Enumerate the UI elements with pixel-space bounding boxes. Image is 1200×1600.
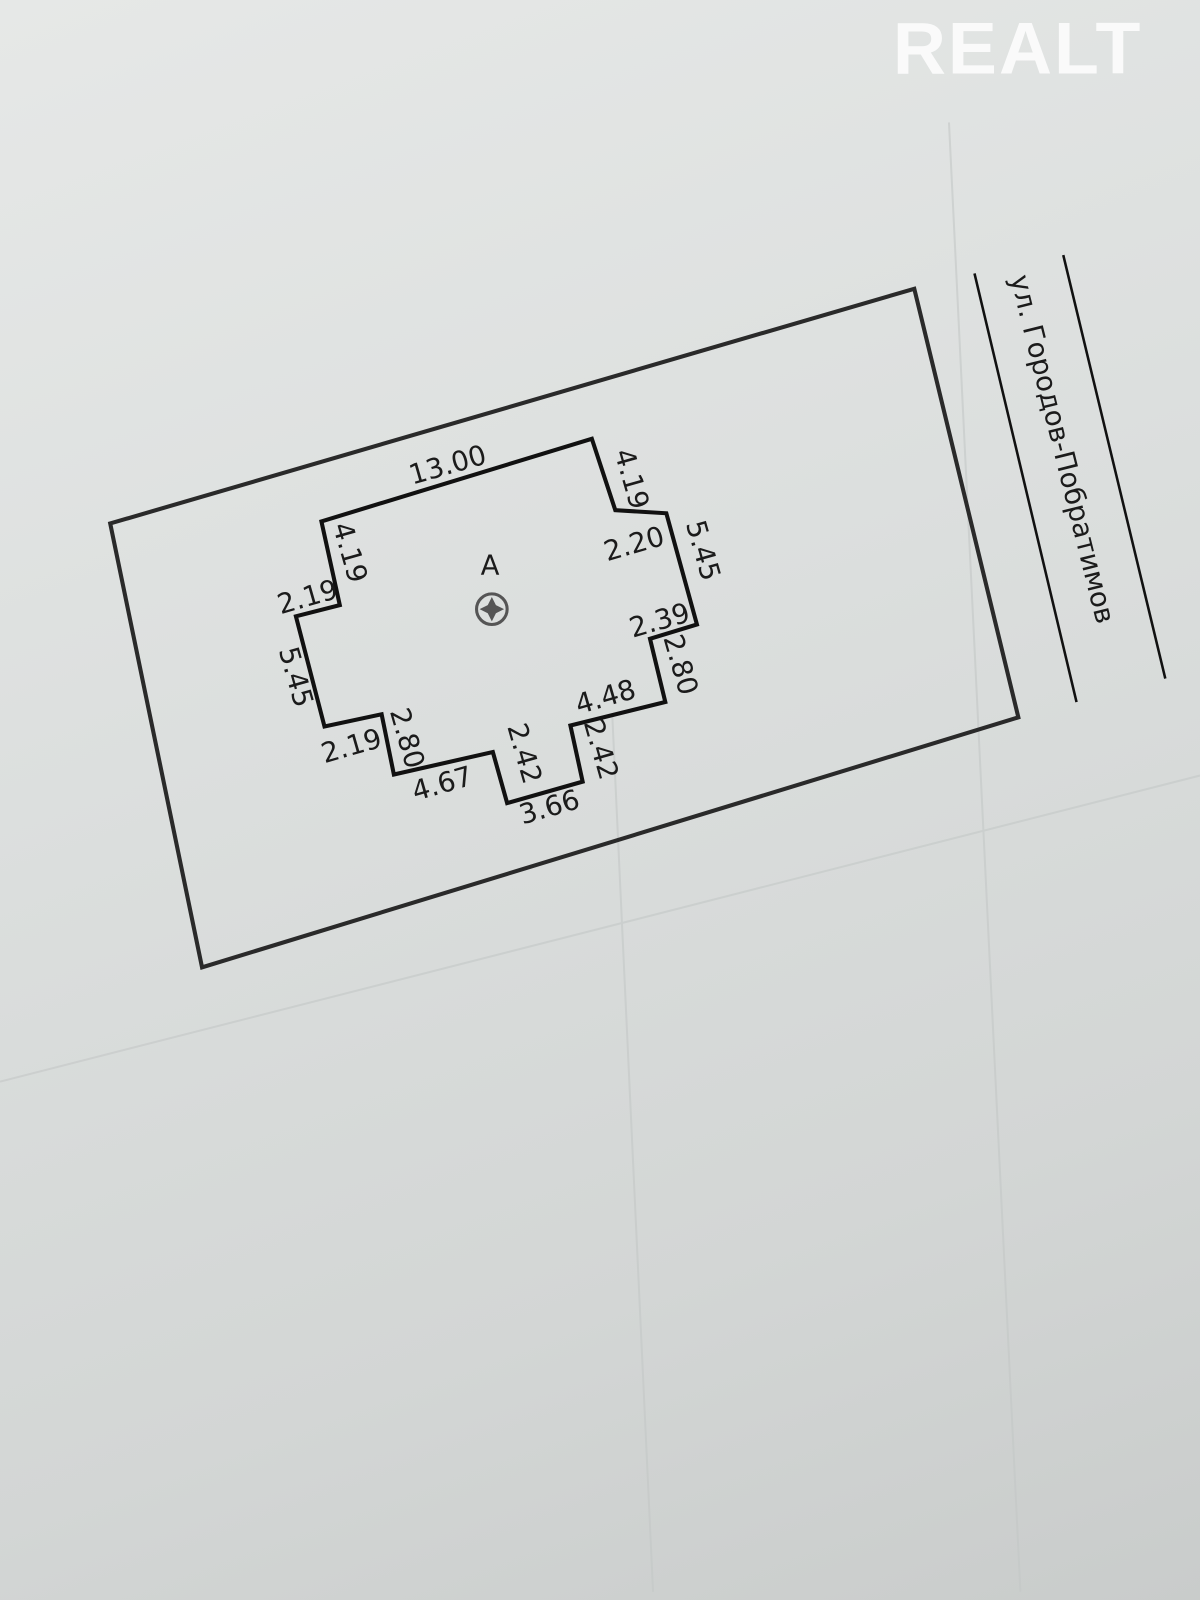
dim-left-step-bottom: 2.19 [318,722,386,770]
realt-watermark: REALT [893,6,1143,89]
dim-right-step-top: 2.20 [600,520,668,568]
dim-bottom-right: 4.48 [572,673,640,721]
dim-bottom-center-step: 2.42 [500,720,548,788]
building-outline [293,436,700,806]
dim-right-side: 5.45 [679,517,727,585]
building-label: A [481,549,500,581]
dim-bottom-center: 3.66 [516,784,584,832]
street-lines [973,254,1167,703]
parcel-boundary [107,286,1021,970]
street-name: ул. Городов-Побратимов [1003,272,1121,627]
dim-bottom-right-step: 2.42 [577,716,625,784]
paper-faint-grid [0,122,1200,1592]
survey-marker-icon [475,592,509,627]
dim-left-side: 5.45 [272,643,320,711]
